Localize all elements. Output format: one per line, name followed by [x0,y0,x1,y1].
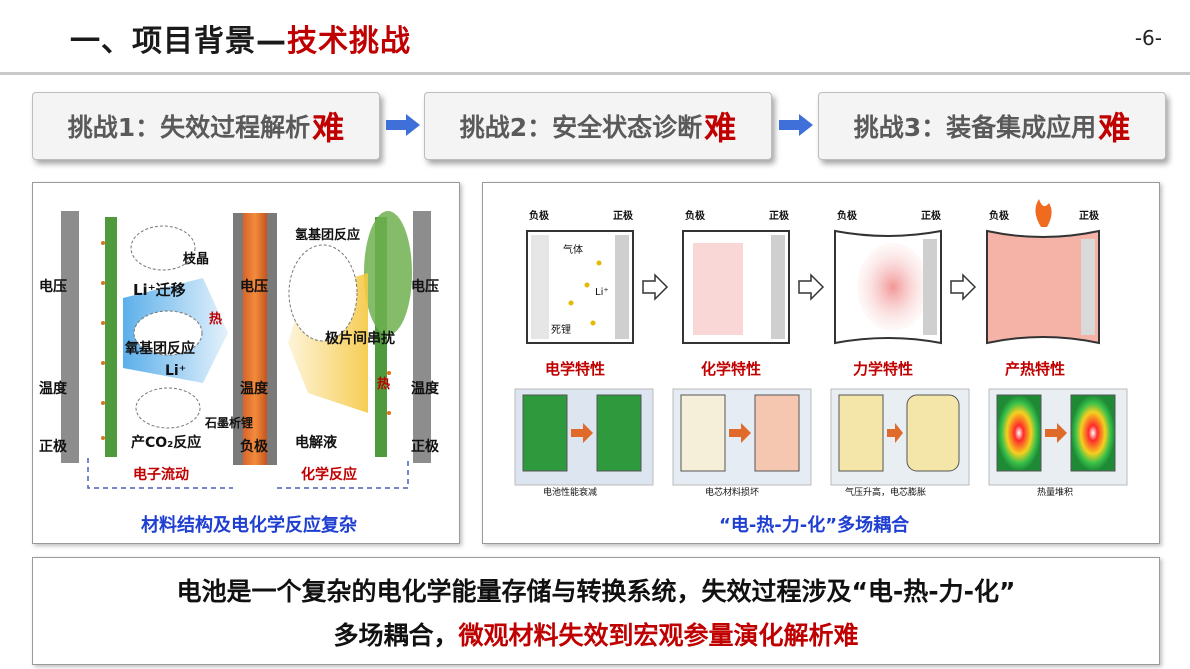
stage-1-li: Li⁺ [595,287,609,298]
current-collector-right [413,211,431,463]
summary-line-2: 多场耦合，微观材料失效到宏观参量演化解析难 [33,616,1159,652]
stage-1-cell [526,230,634,344]
anode-core [243,213,267,465]
stage-1-pos: 正极 [613,209,634,222]
label-flake-interference: 极片间串扰 [325,330,395,347]
title-accent: 技术挑战 [287,24,411,59]
stage-1-name: 电学特性 [545,360,605,378]
label-temperature-mid: 温度 [240,380,269,397]
stage-3-cell [834,229,942,345]
stage-4-name: 产热特性 [1005,360,1065,378]
sub-caption-2: 电芯材料损坏 [705,486,759,498]
label-heat-2: 热 [377,376,390,392]
stage-2-pos: 正极 [769,209,790,222]
stage-2-neg: 负极 [685,209,706,222]
title-divider [0,72,1190,75]
label-li-migration: Li⁺迁移 [133,281,186,299]
label-electrolyte: 电解液 [295,434,338,451]
label-heat-1: 热 [209,311,222,327]
battery-reaction-diagram: 电压 温度 正极 电压 温度 负极 电压 温度 正极 枝晶 Li⁺迁移 热 氧基… [39,211,440,489]
challenge-box-3: 挑战3：装备集成应用难 [818,92,1166,160]
label-li-ion: Li⁺ [165,363,186,379]
challenge-3-hard: 难 [1098,109,1131,147]
label-voltage-mid: 电压 [240,278,268,295]
stage-1-gas: 气体 [563,243,583,256]
challenge-2-hard: 难 [704,109,737,147]
current-collector-left [61,211,79,463]
cathode-layer-left [105,217,117,457]
thumbnail-material [672,388,812,486]
thumbnail-performance [514,388,654,486]
label-dendrite: 枝晶 [182,251,209,267]
stage-4-neg: 负极 [989,209,1010,222]
label-co2-reaction: 产CO₂反应 [131,434,201,451]
stage-3-name: 力学特性 [853,360,913,378]
stage-4-cell [986,199,1100,345]
multi-field-coupling-diagram: 负极 正极 负极 正极 负极 正极 负极 正极 气体 Li⁺ 死锂 电学特性 化… [514,199,1128,498]
stage-1-neg: 负极 [529,209,550,222]
sub-caption-1: 电池性能衰减 [543,486,597,498]
right-panel: 负极 正极 负极 正极 负极 正极 负极 正极 气体 Li⁺ 死锂 电学特性 化… [482,182,1160,544]
stage-1-dead-li: 死锂 [551,324,571,336]
summary-box: 电池是一个复杂的电化学能量存储与转换系统，失效过程涉及“电-热-力-化” 多场耦… [32,557,1160,665]
challenge-1-label: 挑战1：失效过程解析 [67,113,311,142]
challenge-1-hard: 难 [312,109,345,147]
challenge-box-1: 挑战1：失效过程解析难 [32,92,380,160]
label-voltage-right: 电压 [411,278,439,295]
label-oxygen-reaction: 氧基团反应 [124,340,195,357]
stage-4-pos: 正极 [1079,209,1100,222]
fire-icon [1035,199,1052,227]
label-hydrogen-reaction: 氢基团反应 [295,227,360,243]
sub-caption-4: 热量堆积 [1037,486,1073,498]
stage-3-pos: 正极 [921,209,942,222]
arrow-right-icon [779,114,813,136]
stage-3-neg: 负极 [837,209,858,222]
challenge-box-2: 挑战2：安全状态诊断难 [424,92,772,160]
label-cathode-left: 正极 [39,438,68,455]
label-electron-flow: 电子流动 [133,466,189,483]
page-number: -6- [1134,26,1162,50]
thumbnail-heat [988,388,1128,486]
label-temperature-left: 温度 [39,380,68,397]
summary-line-1: 电池是一个复杂的电化学能量存储与转换系统，失效过程涉及“电-热-力-化” [176,577,1016,606]
left-panel-caption: 材料结构及电化学反应复杂 [141,515,357,536]
sub-caption-3: 气压升高，电芯膨胀 [845,486,926,498]
arrow-right-icon [386,114,420,136]
label-cathode-right: 正极 [411,438,440,455]
left-panel: 电压 温度 正极 电压 温度 负极 电压 温度 正极 枝晶 Li⁺迁移 热 氧基… [32,182,460,544]
summary-line-2-red: 微观材料失效到宏观参量演化解析难 [458,621,859,650]
right-panel-caption: “电-热-力-化”多场耦合 [719,515,910,536]
label-temperature-right: 温度 [411,380,440,397]
thumbnail-swelling [830,388,970,486]
label-chemical-reaction: 化学反应 [301,466,357,483]
stage-2-name: 化学特性 [701,360,761,378]
challenge-3-label: 挑战3：装备集成应用 [853,113,1097,142]
stage-2-cell [682,230,790,344]
cathode-particle [364,211,412,335]
summary-line-2-plain: 多场耦合， [333,621,459,650]
label-anode-mid: 负极 [240,438,269,455]
label-graphite-li: 石墨析锂 [204,415,253,430]
challenge-2-label: 挑战2：安全状态诊断 [459,113,703,142]
title-prefix: 一、项目背景— [70,24,287,59]
page-title: 一、项目背景—技术挑战 [70,16,411,60]
label-voltage-left: 电压 [39,278,67,295]
